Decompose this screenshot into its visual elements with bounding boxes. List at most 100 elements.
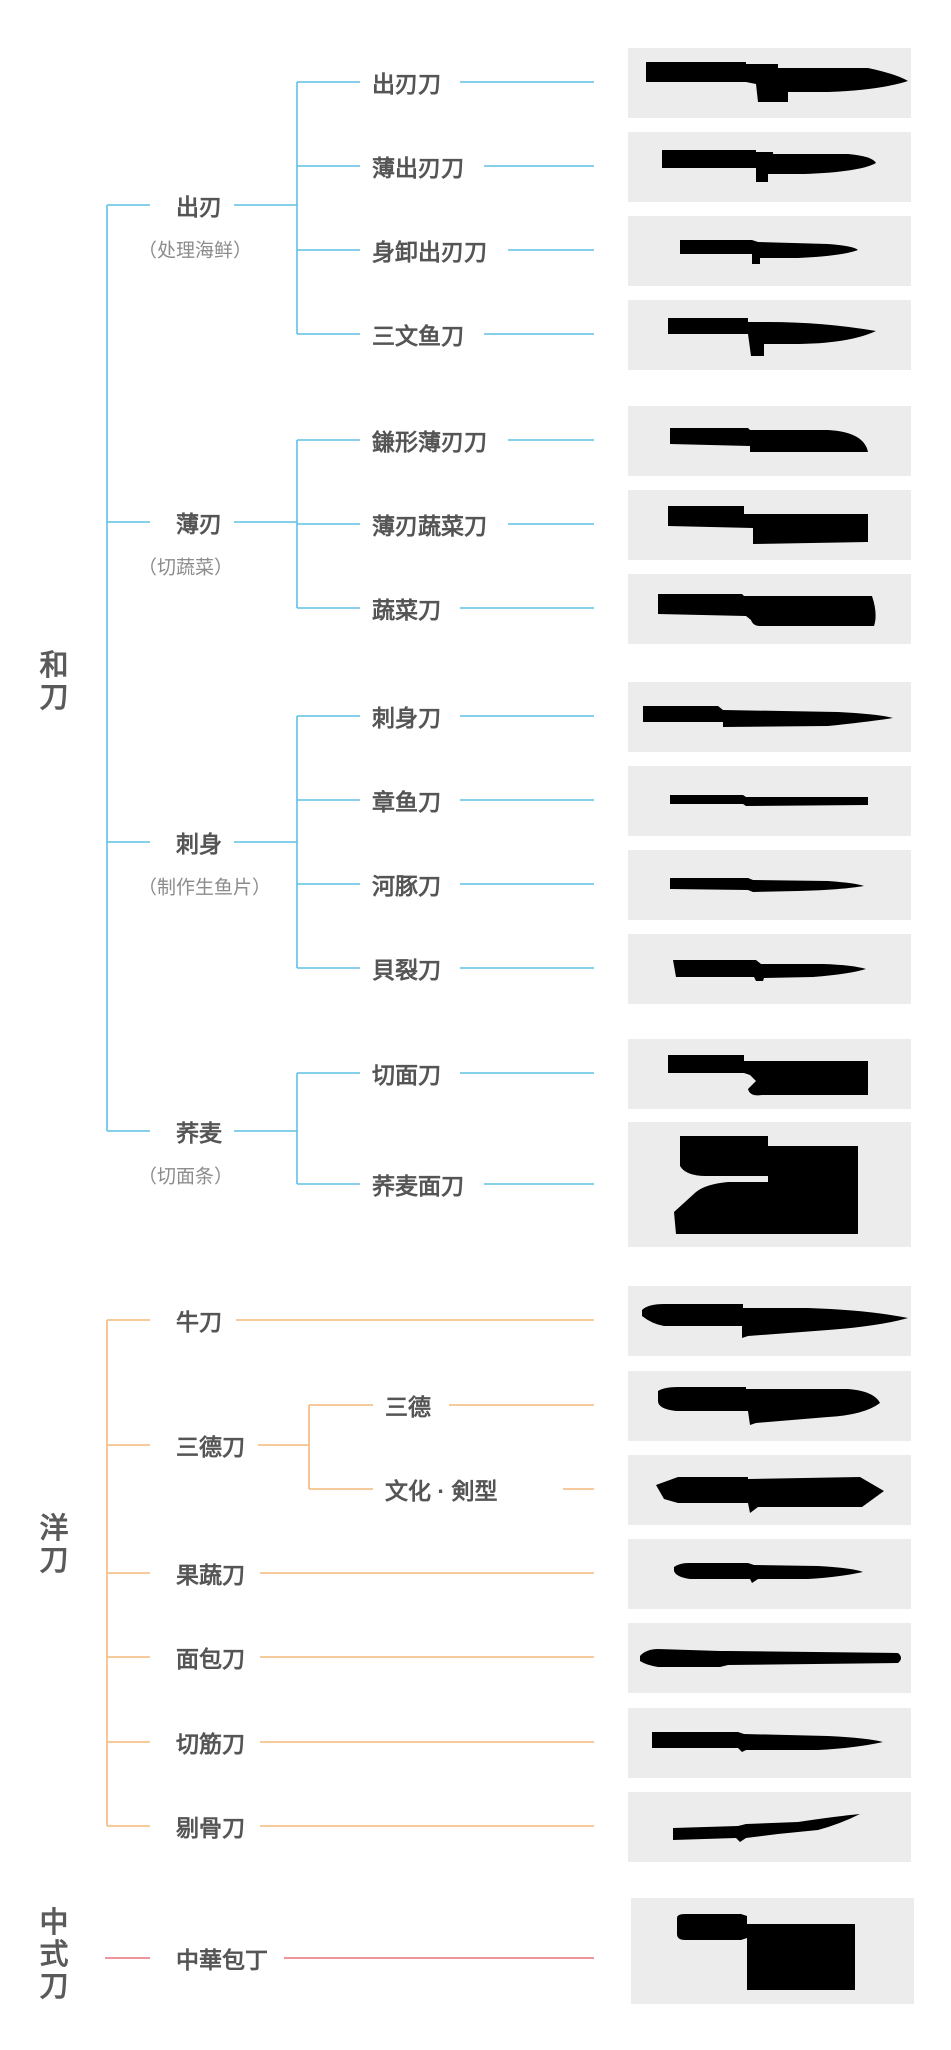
group-label: 果蔬刀 <box>176 1562 245 1588</box>
soba-knife-icon <box>674 1136 858 1234</box>
item-label: 刺身刀 <box>372 705 441 731</box>
bread-knife-silhouette <box>640 1649 901 1667</box>
item-label: 三德 <box>385 1394 431 1420</box>
boning-knife-icon <box>673 1814 860 1842</box>
salmon-knife-silhouette <box>668 318 876 356</box>
item-label: 文化 · 剣型 <box>385 1478 498 1504</box>
sashimi-knife-silhouette <box>643 706 893 727</box>
knife-panel <box>628 1122 911 1247</box>
item-label: 章鱼刀 <box>372 789 441 815</box>
category-char: 刀 <box>39 1971 69 2003</box>
item-label: 薄刃蔬菜刀 <box>372 513 487 539</box>
gyuto-knife-silhouette <box>642 1304 908 1338</box>
fugu-knife-icon <box>670 878 864 892</box>
petty-knife-silhouette <box>674 1563 863 1583</box>
group-subtitle: （制作生鱼片） <box>138 877 272 899</box>
santoku-knife-icon <box>658 1387 880 1425</box>
tako-knife-icon <box>670 795 868 806</box>
group-label: 面包刀 <box>176 1646 245 1672</box>
fugu-knife-silhouette <box>670 878 864 892</box>
sujihiki-knife-silhouette <box>652 1732 883 1752</box>
knife-panel <box>628 1371 911 1441</box>
knife-panel <box>628 132 911 202</box>
item-label: 河豚刀 <box>372 873 441 899</box>
bread-knife-icon <box>640 1649 901 1667</box>
category-char: 中 <box>39 1907 69 1939</box>
bunka-kengata-knife-icon <box>656 1477 884 1513</box>
deba-knife-silhouette <box>646 62 908 102</box>
group-subtitle: （处理海鲜） <box>138 240 253 262</box>
group-label: 中華包丁 <box>176 1947 268 1973</box>
group-subtitle: （切面条） <box>138 1166 234 1188</box>
kamagata-usuba-knife-silhouette <box>670 428 868 452</box>
knife-panel <box>628 574 911 644</box>
usu-deba-knife-icon <box>662 150 876 182</box>
vegetable-knife-silhouette <box>658 594 876 626</box>
kamagata-usuba-knife-icon <box>670 428 868 452</box>
knife-panel <box>628 490 911 560</box>
item-label: 身卸出刃刀 <box>372 239 487 265</box>
boning-knife-silhouette <box>673 1814 860 1842</box>
category-label-wa: 和刀 <box>34 650 74 714</box>
kaisaki-knife-icon <box>673 960 866 981</box>
knife-panel <box>628 1539 911 1609</box>
item-label: 出刃刀 <box>372 71 441 97</box>
sashimi-knife-icon <box>643 706 893 727</box>
group-label: 牛刀 <box>176 1309 222 1335</box>
chinese-cleaver-icon <box>677 1914 855 1990</box>
knife-panel <box>628 682 911 752</box>
knife-panel <box>628 1708 911 1778</box>
knife-panel <box>628 48 911 118</box>
item-label: 切面刀 <box>372 1062 441 1088</box>
knife-panel <box>628 1455 911 1525</box>
category-char: 式 <box>39 1939 69 1971</box>
item-label: 薄出刃刀 <box>372 155 464 181</box>
usuba-vegetable-knife-silhouette <box>668 506 868 544</box>
santoku-knife-silhouette <box>658 1387 880 1425</box>
knife-panel <box>628 934 911 1004</box>
category-label-chuka: 中式刀 <box>34 1907 74 2003</box>
bunka-kengata-knife-silhouette <box>656 1477 884 1513</box>
item-label: 蔬菜刀 <box>372 597 441 623</box>
knife-panel <box>628 1623 911 1693</box>
knife-panel <box>628 1039 911 1109</box>
mioroshi-deba-knife-silhouette <box>680 240 858 264</box>
category-char: 刀 <box>39 1545 69 1577</box>
usu-deba-knife-silhouette <box>662 150 876 182</box>
group-label: 荞麦 <box>176 1120 222 1146</box>
knife-panel <box>628 766 911 836</box>
usuba-vegetable-knife-icon <box>668 506 868 544</box>
group-label: 薄刃 <box>176 511 222 537</box>
gyuto-knife-icon <box>642 1304 908 1338</box>
item-label: 三文鱼刀 <box>372 323 464 349</box>
knife-panel <box>631 1898 914 2004</box>
category-char: 和 <box>39 650 69 682</box>
menkiri-knife-icon <box>668 1055 868 1096</box>
category-char: 刀 <box>39 682 69 714</box>
mioroshi-deba-knife-icon <box>680 240 858 264</box>
category-char: 洋 <box>39 1513 69 1545</box>
knife-panel <box>628 300 911 370</box>
salmon-knife-icon <box>668 318 876 356</box>
vegetable-knife-icon <box>658 594 876 626</box>
knife-panel <box>628 1286 911 1356</box>
item-label: 荞麦面刀 <box>372 1173 464 1199</box>
category-label-yo: 洋刀 <box>34 1513 74 1577</box>
chinese-cleaver-silhouette <box>677 1914 855 1990</box>
group-label: 切筋刀 <box>176 1731 245 1757</box>
sujihiki-knife-icon <box>652 1732 883 1752</box>
knife-panel <box>628 1792 911 1862</box>
menkiri-knife-silhouette <box>668 1055 868 1096</box>
group-label: 剔骨刀 <box>176 1815 245 1841</box>
deba-knife-icon <box>646 62 908 102</box>
knife-panel <box>628 216 911 286</box>
group-label: 出刃 <box>176 194 222 220</box>
knife-panel <box>628 850 911 920</box>
group-subtitle: （切蔬菜） <box>138 557 234 579</box>
item-label: 貝裂刀 <box>372 957 441 983</box>
group-label: 刺身 <box>176 831 222 857</box>
petty-knife-icon <box>674 1563 863 1583</box>
knife-panel <box>628 406 911 476</box>
